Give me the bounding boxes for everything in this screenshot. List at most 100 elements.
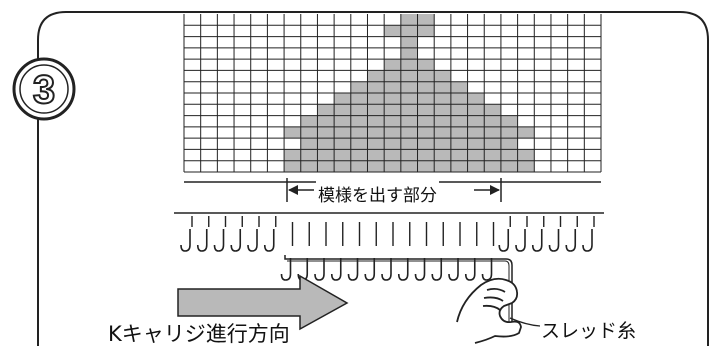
filled-cell [384, 160, 401, 172]
filled-cell [500, 115, 518, 127]
filled-cell [467, 93, 485, 105]
filled-cell [500, 138, 518, 150]
filled-cell [300, 126, 318, 139]
needle [230, 229, 242, 252]
filled-cell [400, 126, 418, 139]
filled-cell [400, 81, 418, 93]
pattern-area-label: 模様を出す部分 [316, 181, 439, 206]
filled-cell [450, 115, 468, 127]
filled-cell [417, 14, 435, 26]
needle [565, 229, 577, 252]
filled-cell [434, 70, 451, 82]
filled-cell [367, 70, 385, 82]
filled-cell [484, 160, 501, 172]
filled-cell [350, 160, 368, 172]
filled-cell [384, 70, 401, 82]
filled-cell [400, 14, 418, 26]
filled-cell [450, 138, 468, 150]
filled-cell [317, 138, 335, 150]
filled-cell [367, 149, 385, 161]
panel-frame [37, 11, 709, 346]
filled-cell [317, 160, 335, 172]
filled-cell [517, 149, 535, 161]
filled-cell [334, 115, 351, 127]
filled-cell [400, 115, 418, 127]
filled-cell [300, 149, 318, 161]
filled-cell [300, 115, 318, 127]
pattern-grid [284, 14, 535, 172]
filled-cell [467, 138, 485, 150]
filled-cell [434, 138, 451, 150]
filled-cell [484, 149, 501, 161]
filled-cell [450, 104, 468, 116]
filled-cell [284, 126, 301, 139]
filled-cell [300, 160, 318, 172]
filled-cell [334, 104, 351, 116]
filled-cell [417, 93, 435, 105]
filled-cell [384, 115, 401, 127]
filled-cell [317, 149, 335, 161]
filled-cell [417, 81, 435, 93]
filled-cell [434, 104, 451, 116]
filled-cell [367, 138, 385, 150]
filled-cell [300, 138, 318, 150]
filled-cell [284, 160, 301, 172]
filled-cell [367, 81, 385, 93]
filled-cell [384, 104, 401, 116]
filled-cell [434, 149, 451, 161]
filled-cell [400, 25, 418, 37]
filled-cell [384, 93, 401, 105]
filled-cell [467, 160, 485, 172]
needle [263, 229, 275, 252]
filled-cell [284, 149, 301, 161]
filled-cell [350, 126, 368, 139]
filled-cell [334, 160, 351, 172]
filled-cell [317, 126, 335, 139]
filled-cell [317, 115, 335, 127]
filled-cell [400, 93, 418, 105]
filled-cell [417, 115, 435, 127]
filled-cell [467, 126, 485, 139]
filled-cell [517, 126, 535, 139]
filled-cell [467, 115, 485, 127]
filled-cell [500, 126, 518, 139]
filled-cell [400, 104, 418, 116]
needle-selected [364, 258, 376, 281]
filled-cell [367, 104, 385, 116]
filled-cell [400, 59, 418, 71]
filled-cell [400, 70, 418, 82]
step-circle-icon: 3 [12, 57, 76, 121]
needle-selected [414, 258, 426, 281]
filled-cell [500, 149, 518, 161]
filled-cell [350, 115, 368, 127]
filled-cell [450, 81, 468, 93]
filled-cell [350, 93, 368, 105]
filled-cell [367, 160, 385, 172]
filled-cell [350, 149, 368, 161]
filled-cell [467, 104, 485, 116]
needle [515, 229, 526, 252]
needles [180, 216, 595, 281]
carriage-direction-label: Kキャリジ進行方向 [108, 322, 290, 346]
needle-selected [397, 258, 409, 281]
filled-cell [350, 138, 368, 150]
thread-path-inner [287, 260, 510, 334]
needle-selected [314, 258, 325, 281]
filled-cell [484, 104, 501, 116]
filled-cell [417, 59, 435, 71]
filled-cell [450, 160, 468, 172]
needle-selected [280, 258, 292, 281]
filled-cell [434, 126, 451, 139]
filled-cell [417, 160, 435, 172]
filled-cell [367, 126, 385, 139]
needle [531, 229, 543, 252]
filled-cell [317, 104, 335, 116]
needle-selected [448, 258, 459, 281]
needle-selected [481, 258, 493, 281]
thread-leader-line [509, 317, 541, 327]
pattern-range-bracket [286, 178, 502, 202]
needle-selected [464, 258, 476, 281]
needle-selected [330, 258, 342, 281]
needle [213, 229, 225, 252]
